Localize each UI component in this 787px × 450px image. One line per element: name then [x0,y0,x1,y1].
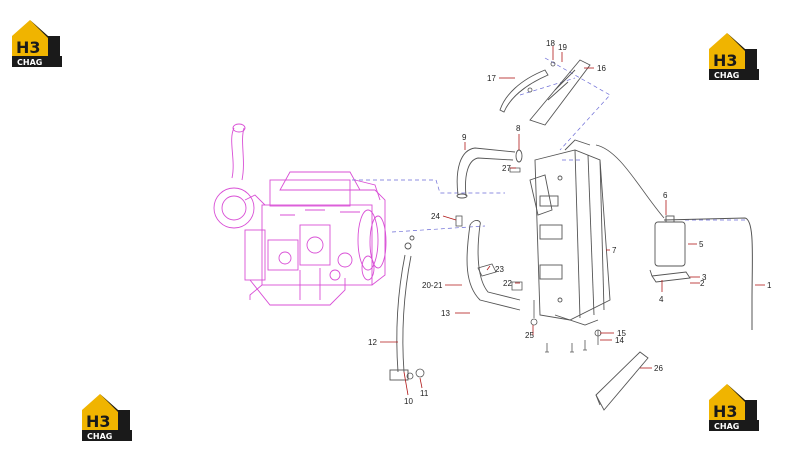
logo-mark: H3 [713,402,738,421]
callout-14: 14 [615,336,624,345]
logo-mark: H3 [86,412,111,431]
callout-27: 27 [502,164,511,173]
logo-mark: H3 [16,38,41,57]
callout-12: 12 [368,338,377,347]
leader-lines [380,46,765,396]
callout-17: 17 [487,74,496,83]
callout-11: 11 [420,389,429,398]
shroud-panels [499,59,591,126]
callout-18: 18 [546,39,555,48]
callout-22: 22 [503,279,512,288]
logo-caption: CHAG [17,58,42,67]
callout-15: 15 [617,329,626,338]
callout-8: 8 [516,124,521,133]
callout-23: 23 [495,265,504,274]
callout-4: 4 [659,295,664,304]
expansion-tank [654,215,686,267]
logo-caption: CHAG [87,432,112,441]
callout-16: 16 [597,64,606,73]
callout-20-21: 20-21 [422,281,443,290]
overflow-hose [663,217,753,330]
callout-24: 24 [431,212,440,221]
callout-7: 7 [612,246,617,255]
brand-logo-bottom-right: H3 CHAG [705,380,761,432]
callout-13: 13 [441,309,450,318]
callout-6: 6 [663,191,668,200]
brand-logo-top-right: H3 CHAG [705,29,761,81]
callout-9: 9 [462,133,467,142]
logo-caption: CHAG [714,422,739,431]
callout-3: 3 [702,273,707,282]
callout-labels: 1 2 3 4 5 6 7 8 9 10 11 12 13 14 15 16 1… [368,39,772,406]
callout-1: 1 [767,281,772,290]
callout-26: 26 [654,364,663,373]
engine-assembly [213,123,387,306]
tank-bracket [649,269,691,283]
callout-10: 10 [404,397,413,406]
lower-hose [466,220,521,311]
callout-5: 5 [699,240,704,249]
callout-2: 2 [700,279,705,288]
brand-logo-bottom-left: H3 CHAG [78,390,134,442]
radiator-core [529,139,665,326]
upper-hose [456,147,516,199]
hose-clamp-8 [515,149,523,163]
callout-25: 25 [525,331,534,340]
logo-mark: H3 [713,51,738,70]
callout-19: 19 [558,43,567,52]
drain-pipe [389,235,415,381]
logo-caption: CHAG [714,71,739,80]
brand-logo-top-left: H3 CHAG [8,16,64,68]
seal-strip [595,351,649,411]
